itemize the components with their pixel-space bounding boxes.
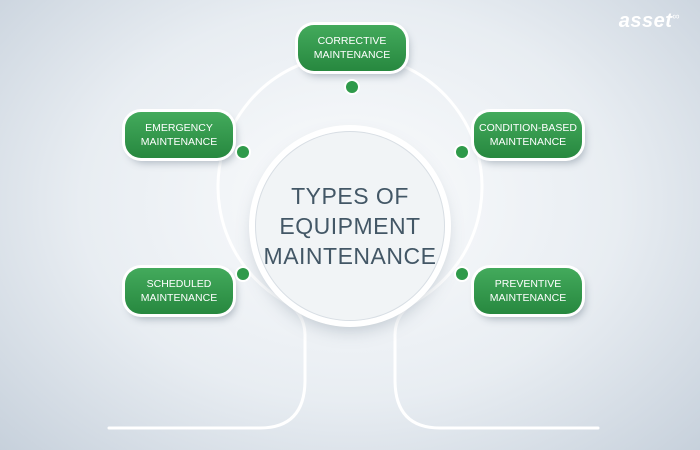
center-title-line-1: TYPES OF [291, 183, 409, 209]
connector-dot [456, 268, 468, 280]
node-label-line-2: MAINTENANCE [313, 49, 391, 61]
node-label-line-1: SCHEDULED [146, 278, 212, 290]
node-label-line-1: CORRECTIVE [317, 35, 387, 47]
node-label-line-2: MAINTENANCE [489, 292, 567, 304]
node-emergency-maintenance: EMERGENCY MAINTENANCE [125, 112, 233, 158]
connector-dot [346, 81, 358, 93]
connector-dot [456, 146, 468, 158]
center-circle: TYPES OF EQUIPMENT MAINTENANCE [255, 131, 445, 321]
node-scheduled-maintenance: SCHEDULED MAINTENANCE [125, 268, 233, 314]
node-preventive-maintenance: PREVENTIVE MAINTENANCE [474, 268, 582, 314]
connector-dot [237, 268, 249, 280]
node-label-line-2: MAINTENANCE [140, 292, 218, 304]
center-title-line-2: EQUIPMENT [279, 213, 421, 239]
asset-logo: asset∞ [619, 10, 680, 33]
node-label-line-1: PREVENTIVE [494, 278, 562, 290]
node-label-line-1: CONDITION-BASED [478, 122, 577, 134]
logo-text: asset [618, 10, 673, 32]
node-label-line-1: EMERGENCY [145, 122, 213, 134]
node-label-line-2: MAINTENANCE [140, 136, 218, 148]
center-title-line-3: MAINTENANCE [263, 243, 437, 269]
node-label-line-2: MAINTENANCE [489, 136, 567, 148]
connector-dot [237, 146, 249, 158]
logo-mark: ∞ [672, 11, 680, 23]
node-condition-based-maintenance: CONDITION-BASED MAINTENANCE [474, 112, 582, 158]
node-corrective-maintenance: CORRECTIVE MAINTENANCE [298, 25, 406, 71]
